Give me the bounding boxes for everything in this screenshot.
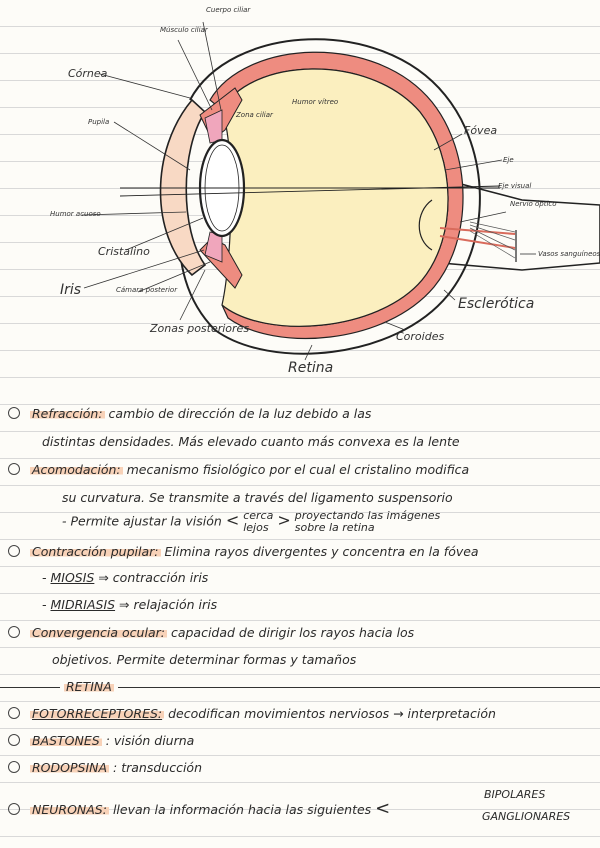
text-midriasis: relajación iris xyxy=(133,597,218,612)
bullet-icon xyxy=(8,463,20,475)
label-zona-ciliar: Zona ciliar xyxy=(235,111,274,119)
bullet-icon xyxy=(8,803,20,815)
label-cuerpo-ciliar: Cuerpo ciliar xyxy=(206,6,251,14)
nerve-vessels xyxy=(439,227,516,249)
text-convergencia-2: objetivos. Permite determinar formas y t… xyxy=(52,652,357,667)
note-midriasis: - MIDRIASIS ⇒ relajación iris xyxy=(42,597,218,612)
term-neuronas: NEURONAS: xyxy=(29,802,109,817)
note-bipolares: BIPOLARES xyxy=(484,788,600,801)
text-cerca: cerca xyxy=(243,509,274,522)
label-eje-optico: Eje xyxy=(503,156,514,164)
note-miosis: - MIOSIS ⇒ contracción iris xyxy=(42,570,209,585)
text-sobre-retina: sobre la retina xyxy=(294,521,375,534)
bullet-icon xyxy=(8,734,20,746)
note-neuronas: NEURONAS: llevan la información hacia la… xyxy=(8,798,600,819)
bullet-icon xyxy=(8,761,20,773)
term-acomodacion: Acomodación: xyxy=(29,462,123,477)
note-acomodacion-2: su curvatura. Se transmite a través del … xyxy=(62,490,600,505)
text-fotorreceptores: decodifican movimientos nerviosos → inte… xyxy=(168,706,496,721)
text-miosis: contracción iris xyxy=(112,570,209,585)
text-proyectando: proyectando las imágenes xyxy=(294,509,441,522)
label-eje-visual: Eje visual xyxy=(498,182,531,190)
text-bipolares: BIPOLARES xyxy=(484,788,546,801)
note-contraccion: Contracción pupilar: Elimina rayos diver… xyxy=(8,544,600,559)
term-miosis: MIOSIS xyxy=(50,570,95,585)
label-pupila: Pupila xyxy=(88,118,109,126)
retina-heading: RETINA xyxy=(60,679,118,694)
text-acomodacion-sub: - Permite ajustar la visión xyxy=(62,513,222,529)
term-fotorreceptores: FOTORRECEPTORES: xyxy=(29,706,165,721)
label-fovea: Fóvea xyxy=(464,124,497,137)
text-refraccion-2: distintas densidades. Más elevado cuanto… xyxy=(42,434,460,449)
text-acomodacion-2: su curvatura. Se transmite a través del … xyxy=(62,490,453,505)
term-midriasis: MIDRIASIS xyxy=(50,597,116,612)
bullet-icon xyxy=(8,407,20,419)
term-rodopsina: RODOPSINA xyxy=(29,760,110,775)
label-vasos-sanguineos: Vasos sanguíneos xyxy=(538,250,600,258)
label-retina: Retina xyxy=(288,360,333,376)
label-nervio-optico: Nervio óptico xyxy=(510,200,557,208)
eye-diagram: Cuerpo ciliar Músculo ciliar Córnea Pupi… xyxy=(50,6,600,376)
text-neuronas: llevan la información hacia las siguient… xyxy=(112,802,372,817)
note-convergencia-2: objetivos. Permite determinar formas y t… xyxy=(52,652,600,667)
label-esclerotica: Esclerótica xyxy=(458,296,534,312)
text-lejos: lejos xyxy=(243,521,269,534)
arrow-icon: ⇒ xyxy=(119,597,134,612)
text-convergencia: capacidad de dirigir los rayos hacia los xyxy=(170,625,415,640)
visual-axis-line xyxy=(119,185,501,197)
note-acomodacion: Acomodación: mecanismo fisiológico por e… xyxy=(8,462,600,477)
text-ganglionares: GANGLIONARES xyxy=(482,810,571,823)
note-bastones: BASTONES : visión diurna xyxy=(8,733,600,748)
note-acomodacion-sub: - Permite ajustar la visión < cerca lejo… xyxy=(62,509,441,534)
section-divider xyxy=(0,687,600,688)
label-humor-vitreo: Humor vítreo xyxy=(292,98,338,106)
text-acomodacion: mecanismo fisiológico por el cual el cri… xyxy=(126,462,470,477)
text-refraccion: cambio de dirección de la luz debido a l… xyxy=(108,406,372,421)
sclera-outline xyxy=(178,38,481,355)
near-far-stack: cerca lejos xyxy=(243,510,273,534)
label-musculo-ciliar: Músculo ciliar xyxy=(160,26,209,34)
label-coroides: Coroides xyxy=(396,330,444,343)
label-humor-acuoso: Humor acuoso xyxy=(50,210,101,218)
bullet-icon xyxy=(8,707,20,719)
text-contraccion: Elimina rayos divergentes y concentra en… xyxy=(164,544,479,559)
bullet-icon xyxy=(8,545,20,557)
label-cornea: Córnea xyxy=(68,67,108,80)
label-cristalino: Cristalino xyxy=(98,245,150,258)
text-bastones: : visión diurna xyxy=(105,733,195,748)
vitreous-body xyxy=(221,68,449,327)
label-zonas-posteriores: Zonas posteriores xyxy=(149,322,249,335)
note-ganglionares: GANGLIONARES xyxy=(482,810,600,823)
label-iris: Iris xyxy=(60,282,81,298)
projection-stack: proyectando las imágenes sobre la retina xyxy=(295,510,441,534)
label-camara-posterior: Cámara posterior xyxy=(116,286,178,294)
note-refraccion-2: distintas densidades. Más elevado cuanto… xyxy=(42,434,600,449)
arrow-icon: ⇒ xyxy=(98,570,113,585)
nerve-fibers xyxy=(469,221,516,259)
text-rodopsina: : transducción xyxy=(113,760,202,775)
term-convergencia: Convergencia ocular: xyxy=(29,625,167,640)
bullet-icon xyxy=(8,626,20,638)
note-refraccion: Refracción: cambio de dirección de la lu… xyxy=(8,406,600,421)
note-fotorreceptores: FOTORRECEPTORES: decodifican movimientos… xyxy=(8,706,600,721)
term-bastones: BASTONES xyxy=(29,733,102,748)
term-refraccion: Refracción: xyxy=(29,406,105,421)
term-contraccion: Contracción pupilar: xyxy=(29,544,161,559)
note-rodopsina: RODOPSINA : transducción xyxy=(8,760,600,775)
note-convergencia: Convergencia ocular: capacidad de dirigi… xyxy=(8,625,600,640)
